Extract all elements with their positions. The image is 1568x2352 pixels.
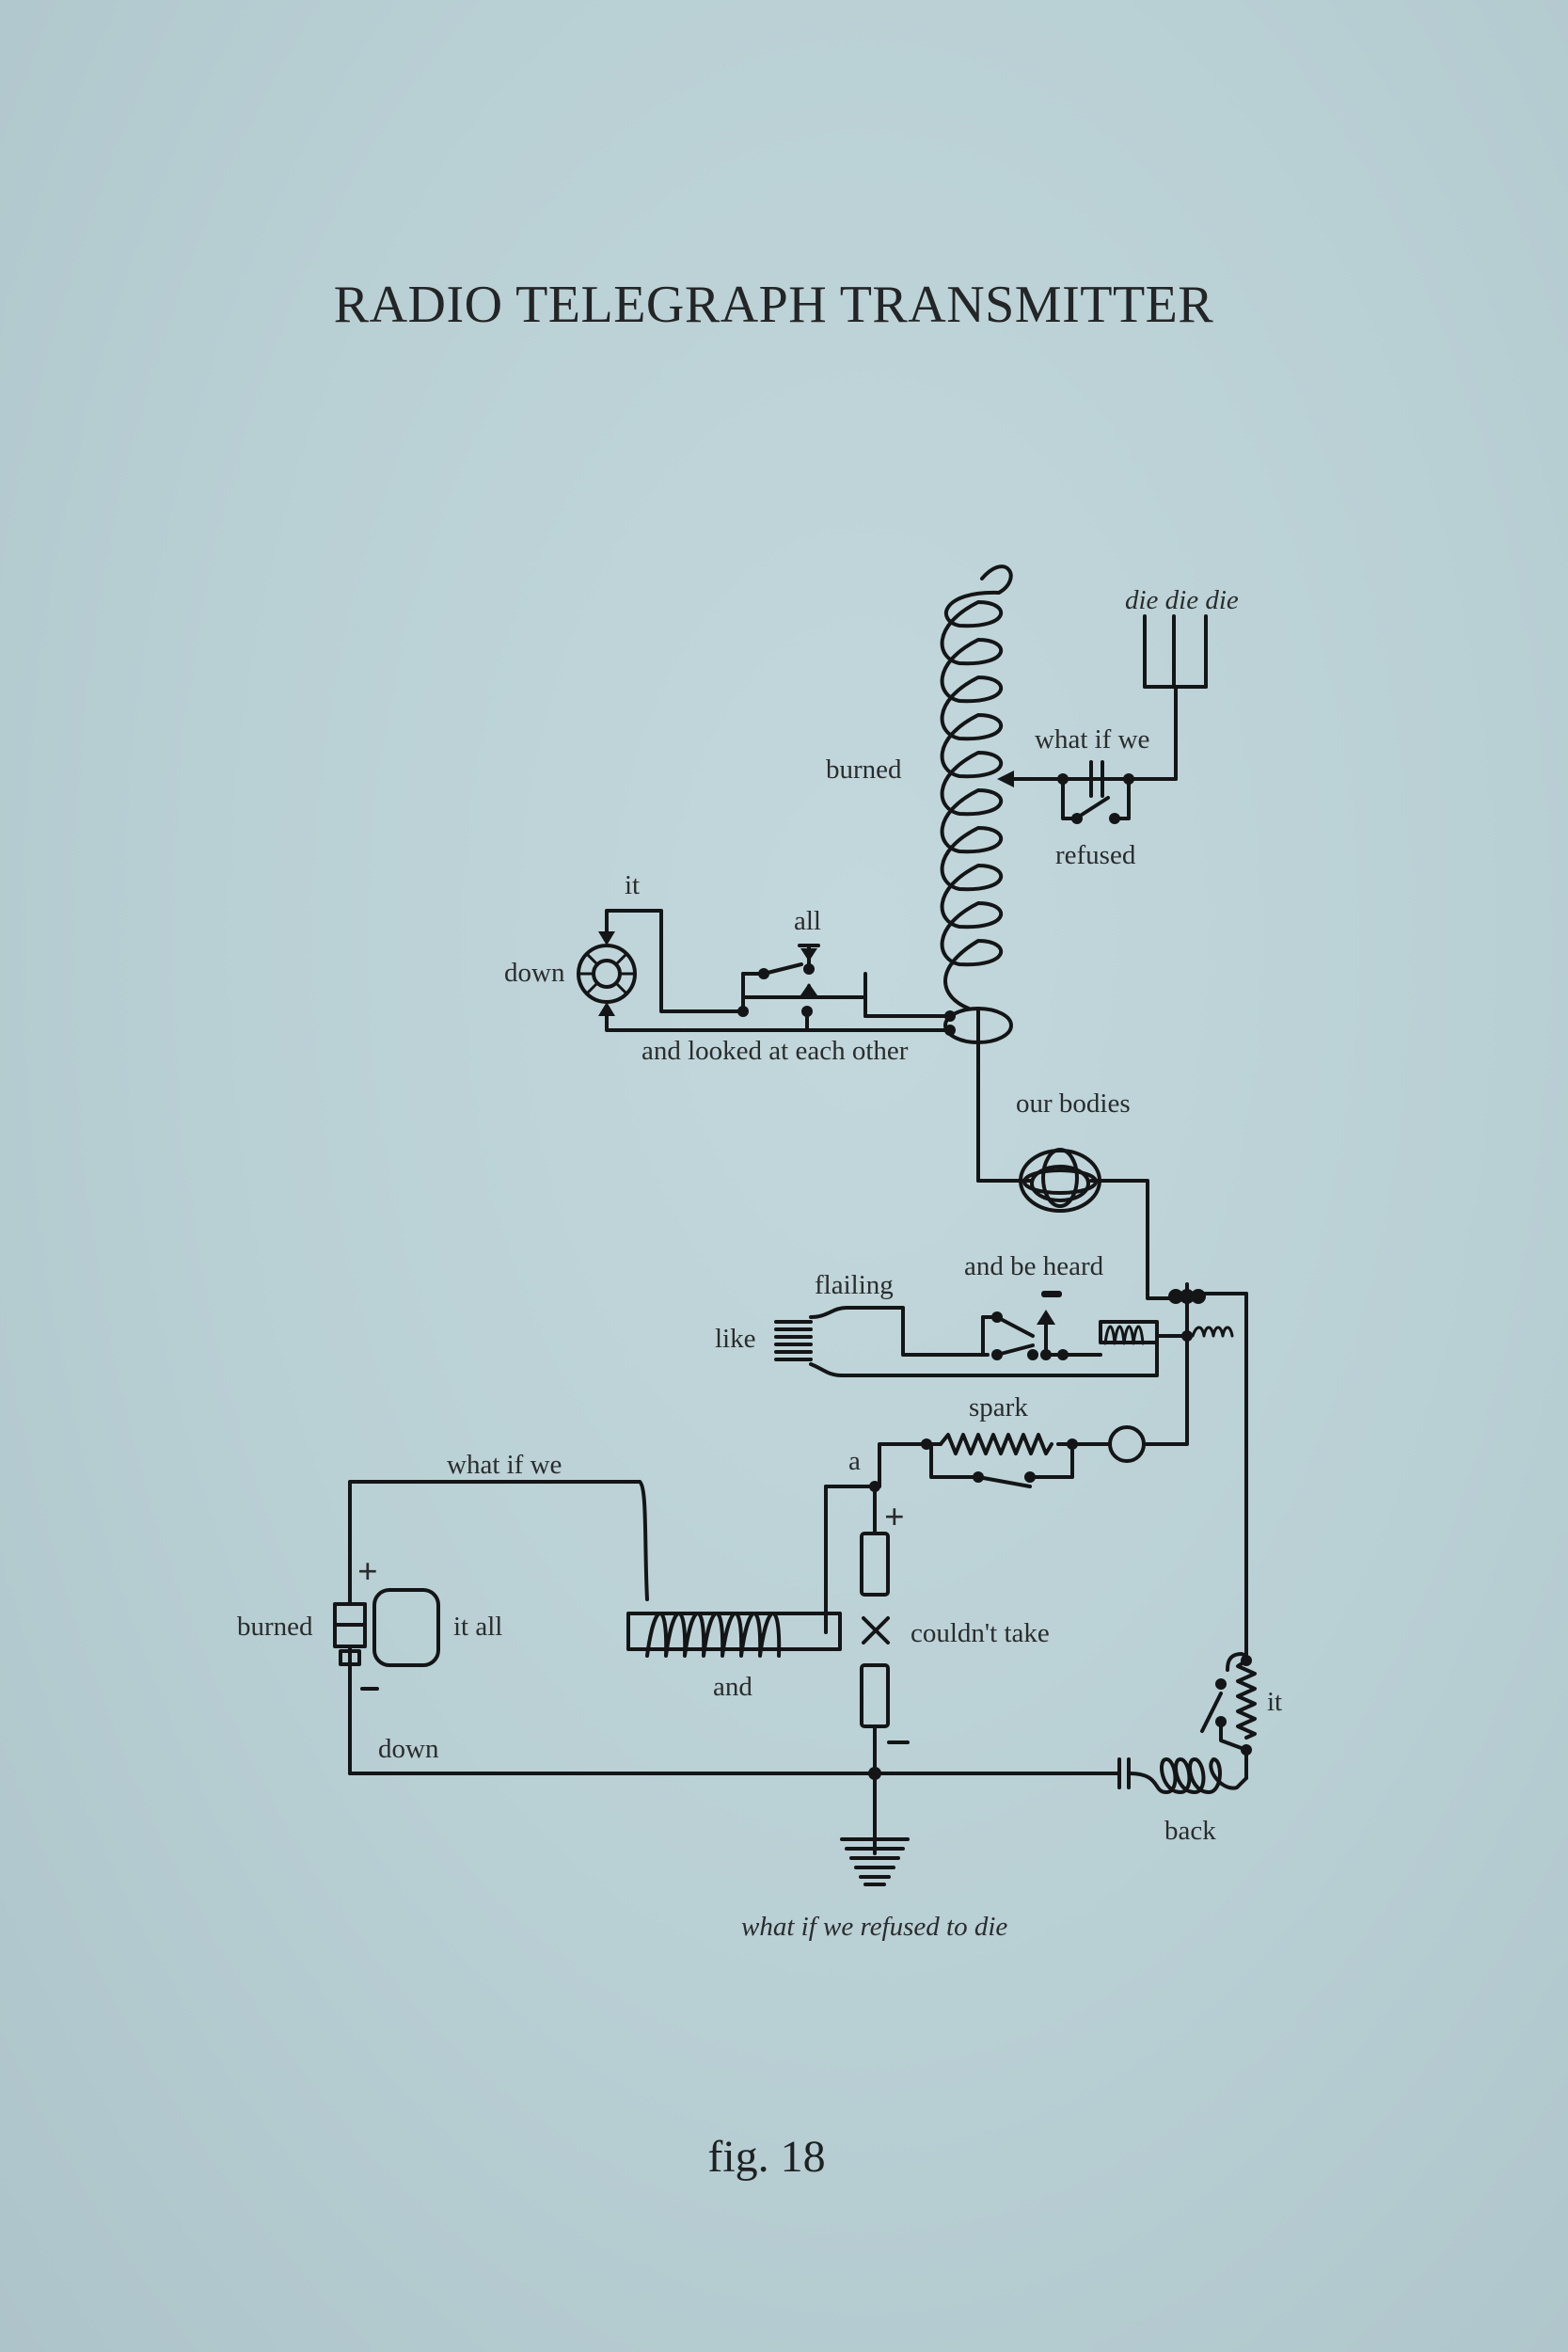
label-caption: what if we refused to die <box>741 1912 1007 1942</box>
svg-text:+: + <box>357 1552 378 1592</box>
label-what-if-we-top: what if we <box>1035 724 1149 755</box>
label-it-top: it <box>625 870 640 900</box>
label-it-right: it <box>1267 1687 1282 1717</box>
aerial-fork <box>1127 614 1208 781</box>
label-and-looked: and looked at each other <box>641 1036 909 1066</box>
label-all: all <box>794 906 821 936</box>
label-our-bodies: our bodies <box>1016 1089 1131 1119</box>
antenna-coil <box>940 564 1013 1183</box>
spark-gap <box>878 1391 1189 1488</box>
key-relay-branch <box>774 1291 1159 1377</box>
svg-text:+: + <box>884 1498 905 1537</box>
label-refused: refused <box>1055 840 1136 870</box>
page-title: RADIO TELEGRAPH TRANSMITTER <box>333 276 1214 334</box>
label-burned-top: burned <box>826 755 902 785</box>
right-return-branch <box>1117 1616 1257 1794</box>
ground-symbol <box>840 1837 910 1886</box>
refused-key <box>997 760 1134 824</box>
coupler-our-bodies <box>976 1148 1248 1620</box>
upper-left-branch <box>577 909 956 1036</box>
label-couldnt-take: couldn't take <box>911 1618 1050 1648</box>
label-a: a <box>848 1446 861 1476</box>
figure-label: fig. 18 <box>707 2132 826 2182</box>
diagram-labels: die die die what if we burned refused it… <box>237 585 1282 1942</box>
label-like: like <box>715 1324 756 1354</box>
label-burned-bottom: burned <box>237 1612 313 1642</box>
label-what-if-we-mid: what if we <box>447 1450 562 1480</box>
label-spark: spark <box>969 1392 1028 1422</box>
junction-cluster <box>1155 1282 1234 1394</box>
lower-left-circuit: + + <box>333 1456 1121 1855</box>
label-back: back <box>1164 1816 1216 1846</box>
label-down-left: down <box>504 958 565 988</box>
label-and-be-heard: and be heard <box>964 1251 1104 1281</box>
label-flailing: flailing <box>815 1270 894 1300</box>
label-and: and <box>713 1672 752 1702</box>
label-die: die die die <box>1125 585 1239 615</box>
label-down-bottom: down <box>378 1734 439 1764</box>
label-it-all: it all <box>453 1612 502 1642</box>
